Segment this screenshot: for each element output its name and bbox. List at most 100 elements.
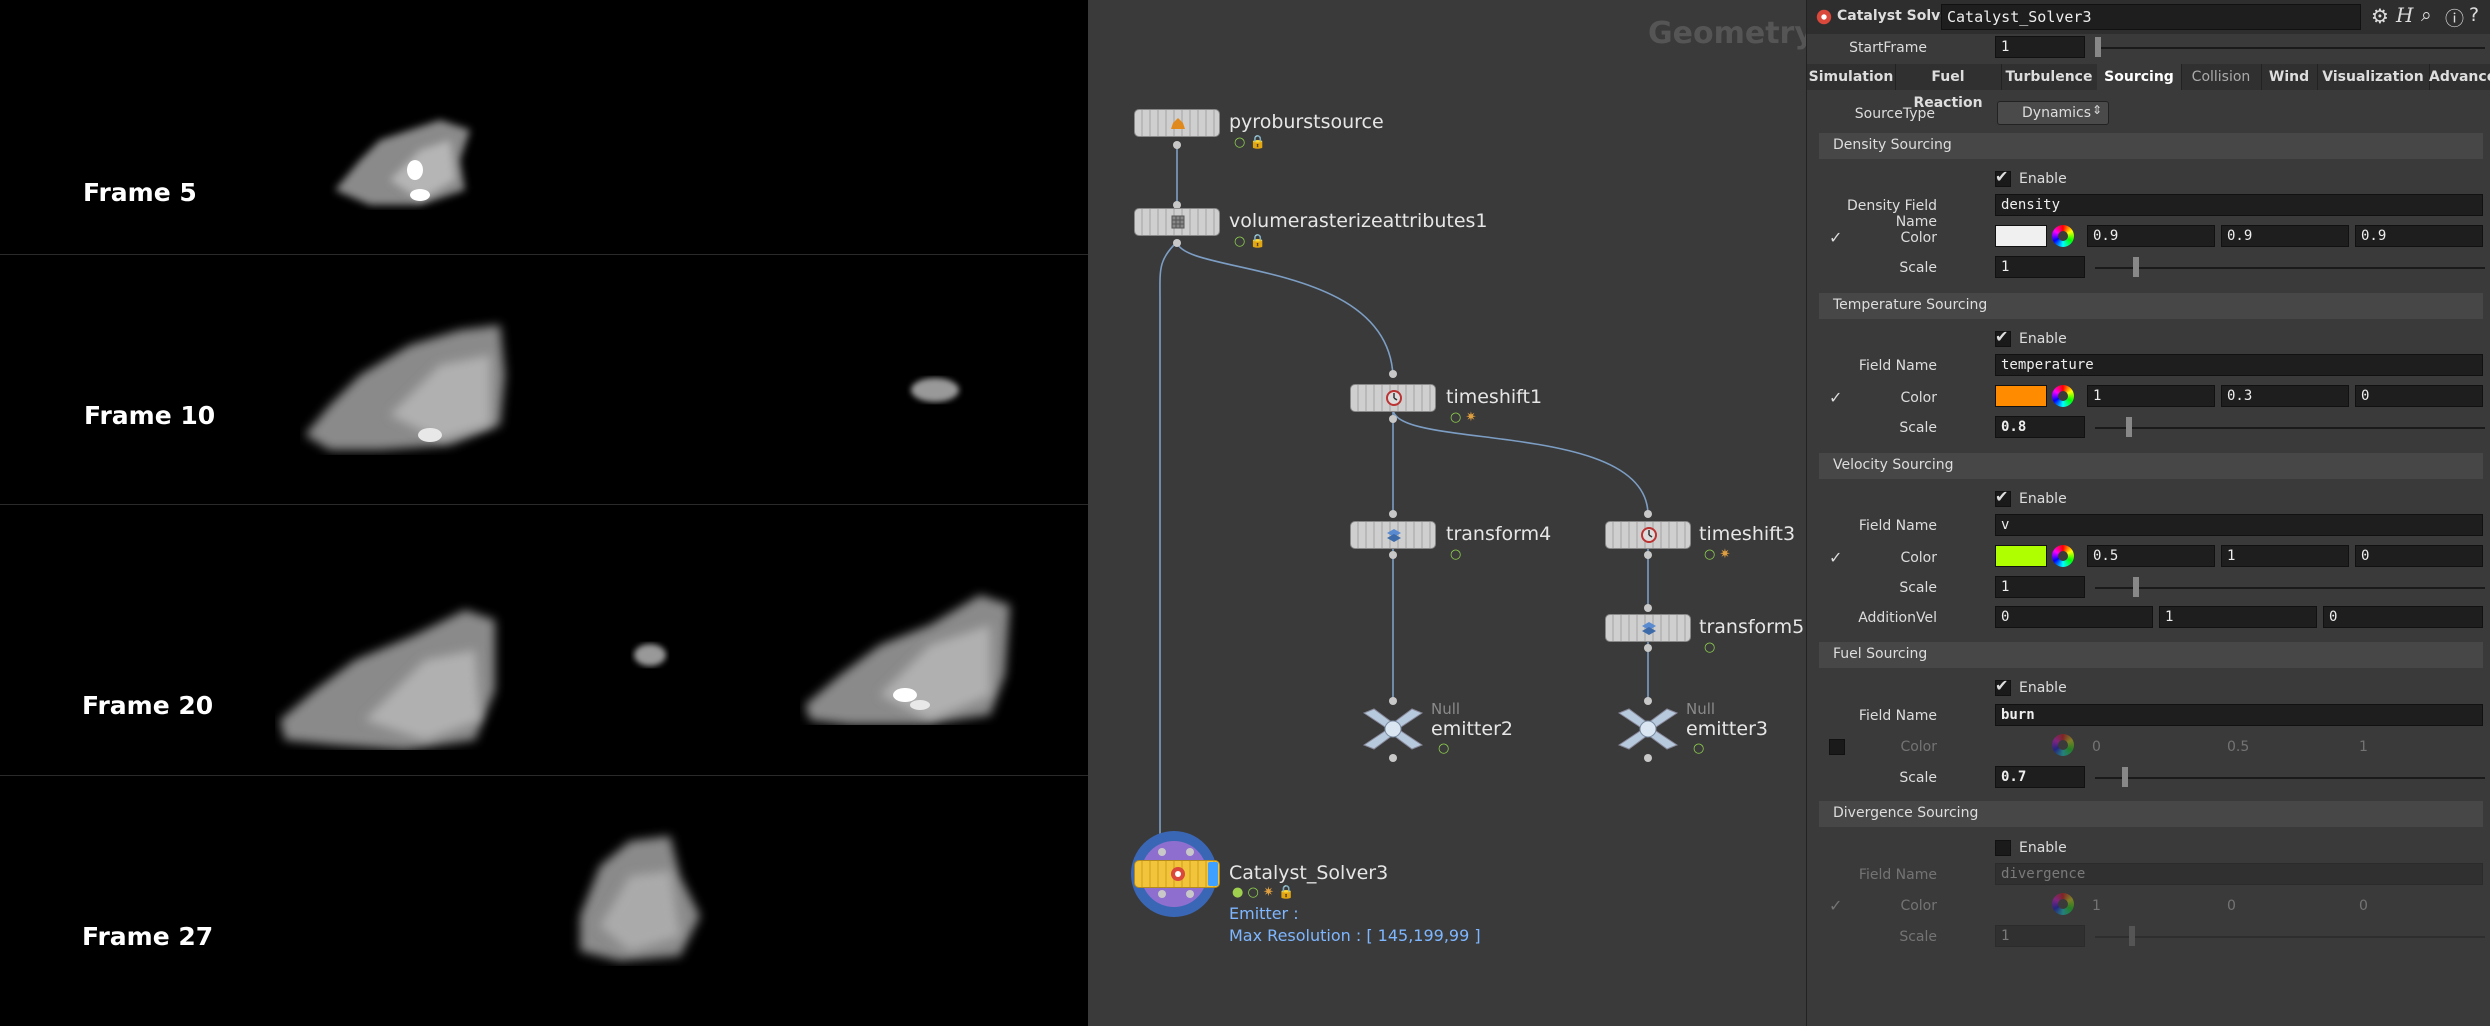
color-r-field[interactable]: 0.5 (2087, 545, 2215, 567)
slider-thumb[interactable] (2133, 257, 2140, 277)
color-swatch[interactable] (1995, 545, 2047, 567)
tab-advance[interactable]: Advance (2429, 64, 2490, 90)
section-temperature-sourcing[interactable]: Temperature Sourcing (1819, 293, 2483, 319)
color-g-field[interactable]: 0.9 (2221, 225, 2349, 247)
node-name-field[interactable]: Catalyst_Solver3 (1941, 4, 2361, 30)
fuel-field-name-input[interactable]: burn (1995, 704, 2483, 726)
output-port[interactable] (1158, 890, 1166, 898)
input-port[interactable] (1644, 604, 1652, 612)
scale-field[interactable]: 1 (1995, 576, 2085, 598)
color-g-field[interactable]: 1 (2221, 545, 2349, 567)
input-port[interactable] (1644, 697, 1652, 705)
input-port[interactable] (1173, 201, 1181, 209)
output-port[interactable] (1173, 141, 1181, 149)
help-h-icon[interactable]: H (2396, 3, 2414, 27)
color-swatch[interactable] (1995, 225, 2047, 247)
output-port[interactable] (1389, 551, 1397, 559)
density-field-name-input[interactable]: density (1995, 194, 2483, 216)
start-frame-slider[interactable] (2095, 47, 2485, 49)
addition-vel-y-field[interactable]: 1 (2159, 606, 2317, 628)
tab-turbulence[interactable]: Turbulence (2001, 64, 2098, 90)
input-port[interactable] (1389, 510, 1397, 518)
node-timeshift1[interactable] (1350, 384, 1436, 412)
node-volumerasterizeattributes1[interactable] (1134, 208, 1220, 236)
tab-fuel-reaction[interactable]: Fuel Reaction (1895, 64, 2002, 111)
network-editor[interactable]: Geometry pyroburstsource ○ 🔒 volumeraste… (1088, 0, 1806, 1026)
scene-viewport[interactable]: Frame 5 Frame 10 Frame 20 (0, 0, 1088, 1026)
enable-checkbox[interactable] (1995, 331, 2011, 347)
color-g-field[interactable]: 0.3 (2221, 385, 2349, 407)
null-node-icon[interactable] (1615, 705, 1681, 753)
gear-icon[interactable]: ⚙ (2371, 4, 2389, 28)
tab-sourcing[interactable]: Sourcing (2097, 64, 2182, 90)
source-type-menu[interactable]: Dynamics ⇕ (1997, 101, 2109, 125)
row-toggle-icon[interactable]: ✓ (1829, 548, 1843, 567)
addition-vel-x-field[interactable]: 0 (1995, 606, 2153, 628)
slider-thumb[interactable] (2133, 577, 2140, 597)
scale-slider[interactable] (2095, 427, 2485, 429)
color-g-value: 0 (2227, 898, 2236, 914)
output-port[interactable] (1644, 754, 1652, 762)
tab-wind[interactable]: Wind (2261, 64, 2318, 90)
section-velocity-sourcing[interactable]: Velocity Sourcing (1819, 453, 2483, 479)
row-toggle-icon[interactable]: ✓ (1829, 388, 1843, 407)
enable-label: Enable (2019, 331, 2067, 347)
help-question-icon[interactable]: ? (2469, 4, 2480, 26)
scale-slider[interactable] (2095, 777, 2485, 779)
color-r-field[interactable]: 1 (2087, 385, 2215, 407)
color-b-field[interactable]: 0 (2355, 385, 2483, 407)
color-b-field[interactable]: 0.9 (2355, 225, 2483, 247)
info-icon[interactable]: ⓘ (2445, 8, 2465, 30)
row-toggle-icon[interactable]: ✓ (1829, 228, 1843, 247)
row-toggle-checkbox[interactable] (1829, 739, 1845, 755)
slider-thumb[interactable] (2121, 767, 2128, 787)
scale-field[interactable]: 1 (1995, 256, 2085, 278)
enable-checkbox[interactable] (1995, 171, 2011, 187)
tab-collision[interactable]: Collision (2181, 64, 2262, 90)
scale-field[interactable]: 0.8 (1995, 416, 2085, 438)
color-wheel-icon[interactable] (2052, 225, 2074, 247)
node-timeshift3[interactable] (1605, 521, 1691, 549)
scale-slider[interactable] (2095, 587, 2485, 589)
color-b-field[interactable]: 0 (2355, 545, 2483, 567)
tab-visualization[interactable]: Visualization (2317, 64, 2430, 90)
search-icon[interactable]: ⌕ (2421, 4, 2432, 26)
temperature-field-name-input[interactable]: temperature (1995, 354, 2483, 376)
slider-thumb[interactable] (2095, 37, 2101, 57)
color-wheel-icon[interactable] (2052, 545, 2074, 567)
start-frame-field[interactable]: 1 (1995, 36, 2085, 58)
node-pyroburstsource[interactable] (1134, 109, 1220, 137)
null-node-icon[interactable] (1360, 705, 1426, 753)
color-swatch[interactable] (1995, 385, 2047, 407)
input-port[interactable] (1158, 848, 1166, 856)
input-port[interactable] (1389, 370, 1397, 378)
color-wheel-icon[interactable] (2052, 385, 2074, 407)
display-flag[interactable] (1208, 862, 1218, 886)
scale-label: Scale (1899, 420, 1937, 436)
tab-simulation[interactable]: Simulation (1807, 64, 1896, 90)
node-catalyst-solver3[interactable] (1134, 860, 1220, 888)
output-port[interactable] (1173, 239, 1181, 247)
output-port[interactable] (1389, 754, 1397, 762)
slider-thumb[interactable] (2125, 417, 2132, 437)
scale-slider[interactable] (2095, 267, 2485, 269)
scale-field[interactable]: 0.7 (1995, 766, 2085, 788)
node-transform5[interactable] (1605, 614, 1691, 642)
enable-checkbox[interactable] (1995, 491, 2011, 507)
output-port[interactable] (1389, 415, 1397, 423)
addition-vel-z-field[interactable]: 0 (2323, 606, 2483, 628)
input-port[interactable] (1186, 848, 1194, 856)
output-port[interactable] (1644, 551, 1652, 559)
enable-checkbox[interactable] (1995, 840, 2011, 856)
color-r-field[interactable]: 0.9 (2087, 225, 2215, 247)
input-port[interactable] (1644, 510, 1652, 518)
node-transform4[interactable] (1350, 521, 1436, 549)
output-port[interactable] (1186, 890, 1194, 898)
section-density-sourcing[interactable]: Density Sourcing (1819, 133, 2483, 159)
velocity-field-name-input[interactable]: v (1995, 514, 2483, 536)
input-port[interactable] (1389, 697, 1397, 705)
output-port[interactable] (1644, 644, 1652, 652)
section-fuel-sourcing[interactable]: Fuel Sourcing (1819, 642, 2483, 668)
section-divergence-sourcing[interactable]: Divergence Sourcing (1819, 801, 2483, 827)
enable-checkbox[interactable] (1995, 680, 2011, 696)
